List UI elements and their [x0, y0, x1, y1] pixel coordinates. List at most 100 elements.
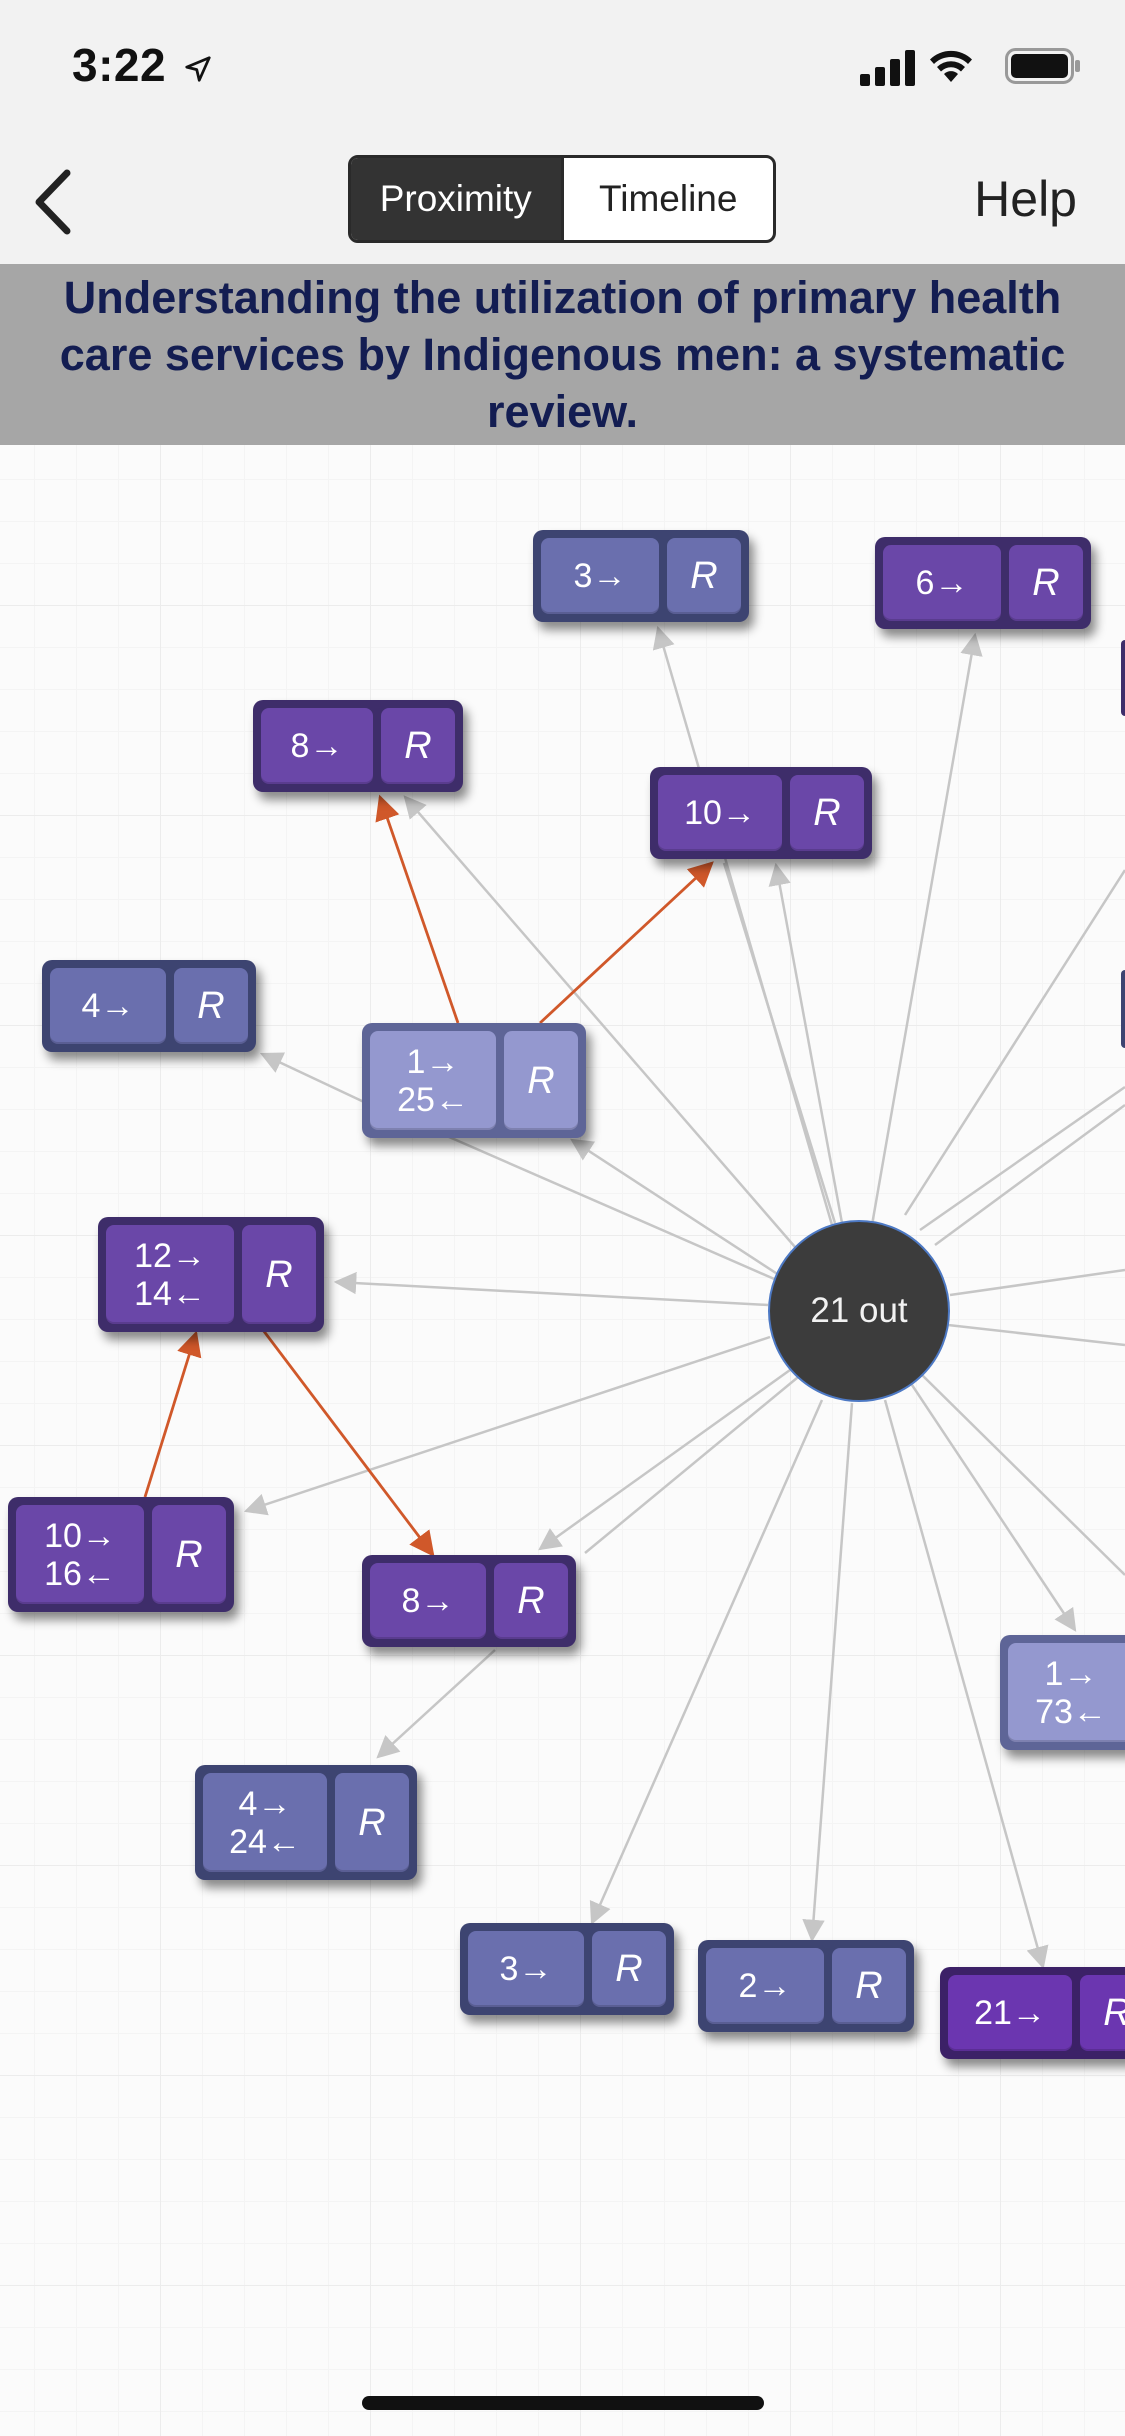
- paper-node[interactable]: 21→ R: [940, 1967, 1125, 2059]
- reference-button[interactable]: R: [335, 1773, 409, 1872]
- citation-count-button[interactable]: 1→ 25←: [370, 1031, 496, 1130]
- citation-count: 4→: [238, 1784, 292, 1823]
- reference-label: R: [175, 1533, 203, 1576]
- reference-button[interactable]: R: [592, 1931, 666, 2007]
- citation-count: 6→: [915, 564, 969, 602]
- reference-button[interactable]: R: [381, 708, 455, 784]
- location-arrow-icon: [185, 56, 211, 82]
- citation-count-button[interactable]: 8→: [261, 708, 373, 784]
- edge-hub-n9a: [538, 1368, 791, 1551]
- citation-count-button[interactable]: 4→: [50, 968, 166, 1044]
- reference-label: R: [358, 1801, 386, 1844]
- paper-node[interactable]: 10→ 16← R: [8, 1497, 234, 1612]
- reference-label: R: [265, 1253, 293, 1296]
- reference-label: R: [690, 555, 718, 597]
- citation-count: 1→: [1044, 1654, 1098, 1693]
- reference-count: 24←: [229, 1822, 301, 1861]
- edge-hub-n1: [652, 625, 834, 1226]
- citation-count-button[interactable]: 8→: [370, 1563, 486, 1639]
- battery-icon: [1005, 48, 1080, 84]
- back-button[interactable]: [18, 160, 88, 244]
- home-indicator[interactable]: [362, 2396, 764, 2410]
- paper-node[interactable]: 2→ R: [698, 1940, 914, 2032]
- reference-label: R: [1032, 562, 1060, 604]
- paper-title-banner: Understanding the utilization of primary…: [0, 264, 1125, 445]
- citation-count: 8→: [401, 1582, 455, 1620]
- edge-n4-hub: [722, 862, 837, 1224]
- edge-hub-right6: [903, 869, 1125, 1216]
- edge-hub-right4: [934, 1103, 1125, 1247]
- hub-label: 21 out: [810, 1291, 908, 1330]
- graph-edges: [143, 625, 1125, 1970]
- citation-count: 1→: [406, 1042, 460, 1081]
- citation-count-button[interactable]: 2→: [706, 1948, 824, 2024]
- citation-count-button[interactable]: 12→ 14←: [106, 1225, 234, 1324]
- edge-red-n6-n4: [539, 861, 714, 1025]
- reference-button[interactable]: R: [1080, 1975, 1125, 2051]
- paper-node[interactable]: 4→ 24← R: [195, 1765, 417, 1880]
- paper-node[interactable]: 3→ R: [533, 530, 749, 622]
- paper-node[interactable]: 4→ R: [42, 960, 256, 1052]
- citation-count-button[interactable]: 10→: [658, 775, 782, 851]
- chevron-left-icon: [35, 169, 71, 235]
- citation-graph[interactable]: 3→ R 6→ R 8→ R 10→ R 4→ R 1→ 25← R 12→ 1…: [0, 445, 1125, 2436]
- reference-label: R: [813, 792, 841, 834]
- reference-button[interactable]: R: [174, 968, 248, 1044]
- paper-node[interactable]: 8→ R: [362, 1555, 576, 1647]
- reference-count: 14←: [134, 1274, 206, 1313]
- paper-node[interactable]: 8→ R: [253, 700, 463, 792]
- citation-count: 8→: [290, 727, 344, 765]
- citation-count-button[interactable]: 3→: [541, 538, 659, 614]
- edge-red-n7-n9: [261, 1329, 435, 1558]
- paper-node[interactable]: 1→ 73←: [1000, 1635, 1125, 1750]
- reference-button[interactable]: R: [667, 538, 741, 614]
- edge-n9-n11: [376, 1649, 496, 1759]
- citation-count: 3→: [573, 557, 627, 595]
- reference-label: R: [615, 1948, 643, 1990]
- reference-button[interactable]: R: [790, 775, 864, 851]
- view-mode-segmented-control: Proximity Timeline: [348, 155, 776, 243]
- reference-button[interactable]: R: [242, 1225, 316, 1324]
- citation-count-button[interactable]: 4→ 24←: [203, 1773, 327, 1872]
- edge-n6-n5: [259, 1052, 365, 1104]
- citation-count-button[interactable]: 10→ 16←: [16, 1505, 144, 1604]
- help-button[interactable]: Help: [974, 171, 1077, 227]
- citation-count-button[interactable]: 1→ 73←: [1008, 1643, 1125, 1742]
- edge-hub-right2: [947, 1323, 1125, 1347]
- reference-button[interactable]: R: [504, 1031, 578, 1130]
- citation-count: 10→: [684, 794, 756, 832]
- paper-node[interactable]: 6→ R: [875, 537, 1091, 629]
- reference-label: R: [517, 1580, 545, 1622]
- citation-count: 2→: [738, 1967, 792, 2005]
- reference-button[interactable]: R: [1009, 545, 1083, 621]
- edge-hub-n10: [910, 1384, 1077, 1632]
- edge-hub-n14: [883, 1399, 1049, 1970]
- reference-button[interactable]: R: [494, 1563, 568, 1639]
- paper-title: Understanding the utilization of primary…: [59, 272, 1066, 437]
- edge-hub-n9b: [584, 1372, 804, 1554]
- citation-count-button[interactable]: 3→: [468, 1931, 584, 2007]
- edge-hub-right1: [919, 1372, 1125, 1576]
- edge-hub-n3: [403, 795, 796, 1248]
- reference-label: R: [527, 1059, 555, 1102]
- paper-node[interactable]: 10→ R: [650, 767, 872, 859]
- reference-button[interactable]: R: [832, 1948, 906, 2024]
- focus-paper-hub[interactable]: 21 out: [768, 1220, 950, 1402]
- paper-node-selected[interactable]: 1→ 25← R: [362, 1023, 586, 1138]
- status-time: 3:22: [72, 38, 213, 92]
- edge-hub-n12: [589, 1399, 824, 1926]
- citation-count-button[interactable]: 6→: [883, 545, 1001, 621]
- edge-n6-hub: [439, 1131, 789, 1287]
- citation-count-button[interactable]: 21→: [948, 1975, 1072, 2051]
- reference-count: 25←: [397, 1080, 469, 1119]
- wifi-icon: [930, 50, 972, 82]
- citation-count: 4→: [81, 987, 135, 1025]
- citation-count: 21→: [974, 1994, 1046, 2032]
- paper-node[interactable]: 12→ 14← R: [98, 1217, 324, 1332]
- segment-timeline[interactable]: Timeline: [560, 158, 774, 240]
- paper-node[interactable]: 3→ R: [460, 1923, 674, 2015]
- reference-button[interactable]: R: [152, 1505, 226, 1604]
- edge-hub-n13: [802, 1402, 854, 1943]
- reference-label: R: [1103, 1994, 1125, 2032]
- segment-proximity[interactable]: Proximity: [351, 158, 561, 240]
